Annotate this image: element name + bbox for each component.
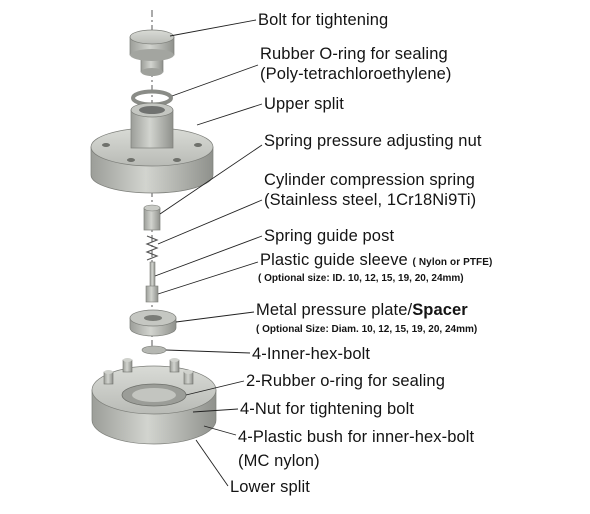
leader-lower-split xyxy=(195,439,229,487)
label-upper-split: Upper split xyxy=(264,95,344,113)
leader-lines xyxy=(154,19,263,487)
label-spring-nut: Spring pressure adjusting nut xyxy=(264,132,482,150)
label-plate-text: Metal pressure plate/ xyxy=(256,301,413,319)
label-spring-1: Cylinder compression spring xyxy=(264,171,475,189)
leader-inner-hex xyxy=(165,349,251,354)
guide-post-part xyxy=(145,261,159,303)
spring-part xyxy=(145,235,159,261)
label-guide-post: Spring guide post xyxy=(264,227,395,245)
label-oring-lower: 2-Rubber o-ring for sealing xyxy=(246,372,445,390)
upper-split-part xyxy=(90,102,214,194)
top-oring-part xyxy=(131,89,173,107)
label-spring-2: (Stainless steel, 1Cr18Ni9Ti) xyxy=(264,191,477,209)
label-guide-sleeve-size: ( Optional size: ID. 10, 12, 15, 19, 20,… xyxy=(258,273,464,284)
label-inner-hex-bolt: 4-Inner-hex-bolt xyxy=(252,345,371,363)
leader-upper-split xyxy=(196,103,263,126)
leader-nut xyxy=(159,144,263,215)
leader-plate xyxy=(175,311,255,323)
label-plate-size: ( Optional Size: Diam. 10, 12, 15, 19, 2… xyxy=(256,324,478,335)
leader-oring-lower xyxy=(185,380,245,396)
lower-split-part xyxy=(91,358,217,445)
bolt-part xyxy=(129,29,175,76)
leader-guide-post xyxy=(154,235,263,277)
label-lower-split: Lower split xyxy=(230,478,310,496)
leader-nut-lower xyxy=(192,408,239,413)
label-plate-bold: Spacer xyxy=(412,301,468,319)
label-guide-sleeve-note: ( Nylon or PTFE) xyxy=(412,257,493,268)
adjusting-nut-part xyxy=(143,204,161,231)
label-bush-2: (MC nylon) xyxy=(238,452,320,470)
label-guide-sleeve: Plastic guide sleeve ( Nylon or PTFE) xyxy=(260,250,492,270)
label-oring-2: (Poly-tetrachloroethylene) xyxy=(260,65,452,83)
label-plate: Metal pressure plate/Spacer xyxy=(256,300,468,320)
leader-oring xyxy=(171,64,259,97)
label-nut: 4-Nut for tightening bolt xyxy=(240,400,415,418)
label-guide-sleeve-text: Plastic guide sleeve xyxy=(260,251,408,269)
leader-bush xyxy=(203,425,237,436)
pressure-plate-part xyxy=(129,309,177,337)
leader-guide-sleeve xyxy=(157,261,259,295)
leader-spring xyxy=(157,199,263,245)
label-bolt: Bolt for tightening xyxy=(258,11,389,29)
spacer-disk-part xyxy=(141,345,167,355)
label-oring-1: Rubber O-ring for sealing xyxy=(260,45,448,63)
leader-bolt xyxy=(169,19,257,37)
label-bush-1: 4-Plastic bush for inner-hex-bolt xyxy=(238,428,475,446)
